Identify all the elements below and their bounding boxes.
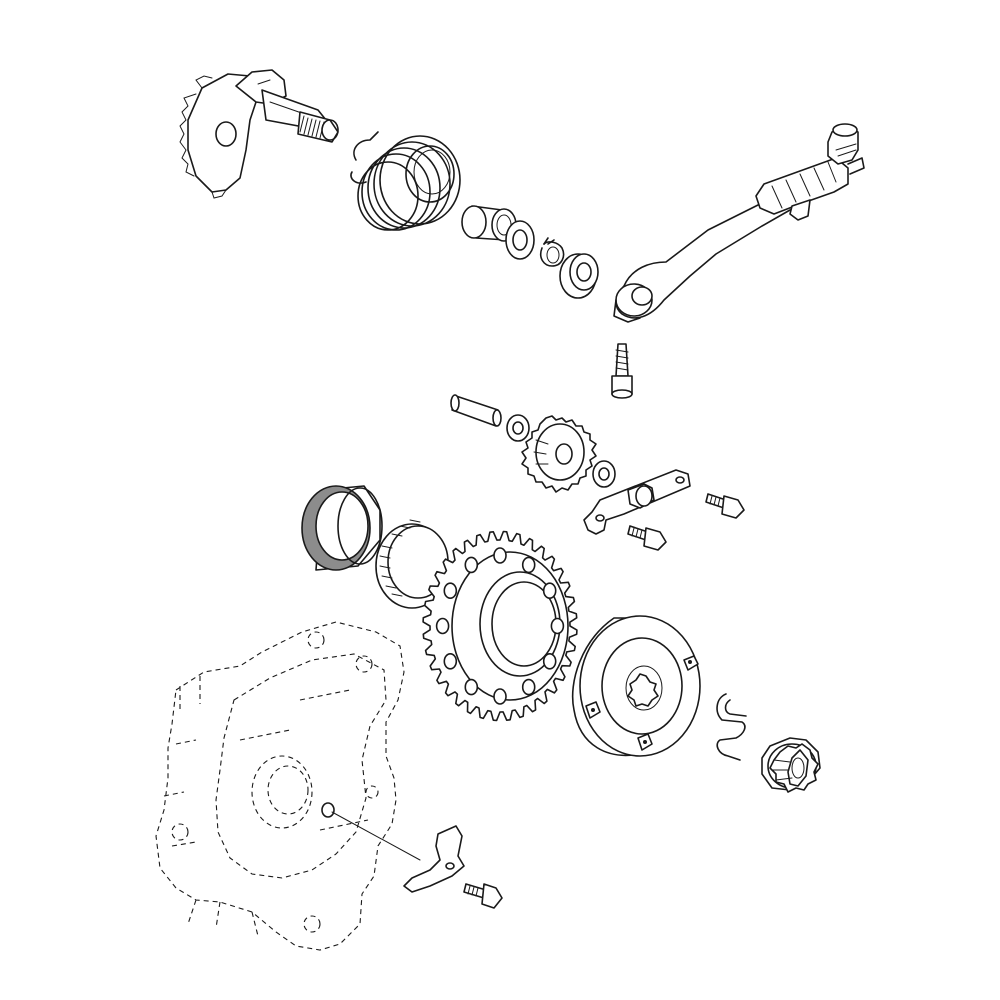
- bearing-outer-ring: [301, 485, 383, 571]
- gear-lightening-hole: [443, 652, 458, 670]
- gear-lightening-hole: [550, 617, 565, 635]
- gear-lightening-hole: [443, 582, 458, 600]
- idler-gear: [521, 415, 597, 493]
- gear-lightening-hole: [493, 547, 507, 564]
- gear-lightening-hole: [542, 652, 557, 670]
- gear-lightening-hole: [435, 617, 450, 635]
- starter-pinion: [761, 737, 821, 793]
- crankcase-cover: [155, 621, 421, 951]
- kick-shaft-sector-gear: [179, 69, 339, 199]
- wire-clip: [716, 693, 747, 761]
- gear-lightening-hole: [493, 688, 507, 705]
- cover-bolt: [463, 883, 503, 909]
- bracket-bolt-upper: [705, 493, 745, 519]
- idler-washer-2: [592, 460, 616, 488]
- idler-bracket-plate: [583, 469, 691, 535]
- clutch-drum: [571, 615, 701, 757]
- gear-lightening-hole: [521, 556, 536, 574]
- gear-lightening-hole: [542, 582, 557, 600]
- gear-lightening-hole: [521, 678, 536, 696]
- gear-lightening-hole: [464, 556, 479, 574]
- idler-shaft: [450, 394, 502, 427]
- circlip: [539, 237, 565, 267]
- torsion-spring: [350, 131, 461, 231]
- driven-gear: [422, 530, 578, 722]
- bracket-bolt-lower: [627, 525, 667, 551]
- kick-start-lever: [613, 123, 865, 323]
- cover-tab-plate: [403, 825, 465, 893]
- lever-pinch-bolt: [611, 343, 633, 399]
- oil-seal: [559, 253, 599, 299]
- gear-lightening-hole: [464, 678, 479, 696]
- washer-1: [505, 220, 535, 260]
- idler-washer-1: [506, 414, 530, 442]
